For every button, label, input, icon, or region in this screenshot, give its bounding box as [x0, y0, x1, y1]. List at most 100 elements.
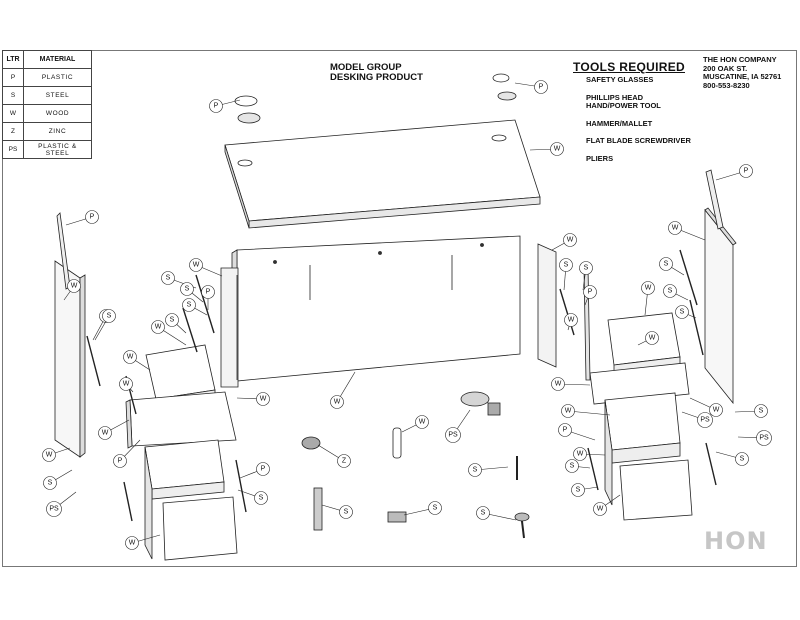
callout-circle — [67, 279, 81, 293]
left-side-panel — [54, 212, 86, 458]
company-phone: 800-553-8230 — [703, 80, 750, 90]
callout-label-s-r6: S — [759, 408, 764, 415]
legend-ltr: S — [2, 86, 24, 105]
callout-label-s-l4: S — [170, 317, 175, 324]
callout-label-s-screw2: S — [481, 510, 486, 517]
callout-label-p-rail-left: P — [90, 214, 95, 221]
callout-label-w-l8: W — [46, 452, 53, 459]
callout-label-w-l2: W — [155, 324, 162, 331]
callout-label-p-l3: P — [261, 466, 266, 473]
callout-label-w-r9: W — [577, 451, 584, 458]
model-line-2: DESKING PRODUCT — [330, 72, 423, 83]
legend-material: STEEL — [23, 86, 92, 105]
model-line-1: MODEL GROUP — [330, 62, 402, 73]
callout-label-w-l4: W — [127, 354, 134, 361]
callout-label-w-modesty: W — [334, 399, 341, 406]
legend-material: WOOD — [23, 104, 92, 123]
legend-ltr: W — [2, 104, 24, 123]
callout-circle — [113, 454, 127, 468]
callout-circle — [151, 320, 165, 334]
desk-top-panel — [224, 119, 541, 229]
callout-circle — [189, 258, 203, 272]
callout-circle — [561, 404, 575, 418]
callout-circle — [428, 501, 442, 515]
callout-label-p-r1: P — [588, 289, 593, 296]
callout-label-w-r7: W — [713, 407, 720, 414]
callout-circle — [550, 142, 564, 156]
callout-label-w-side-left: W — [71, 283, 78, 290]
callout-label-w-r2: W — [568, 317, 575, 324]
legend-material: ZINC — [23, 122, 92, 141]
callout-circle — [573, 447, 587, 461]
callout-circle — [180, 282, 194, 296]
callout-label-w-l5: W — [123, 381, 130, 388]
callout-label-w-r5: W — [672, 225, 679, 232]
tool-item: HAND/POWER TOOL — [586, 101, 661, 110]
callout-circle — [534, 80, 548, 94]
callout-circle — [756, 430, 772, 446]
model-group-title: MODEL GROUP DESKING PRODUCT — [330, 63, 423, 83]
callout-circle — [201, 285, 215, 299]
callout-circle — [558, 423, 572, 437]
callout-circle — [102, 309, 116, 323]
callout-label-p-grommet-right: P — [539, 84, 544, 91]
callout-circle — [256, 462, 270, 476]
callout-circle — [98, 426, 112, 440]
callout-label-w-r1: W — [567, 237, 574, 244]
callout-circle — [551, 377, 565, 391]
right-drawer-slides — [559, 249, 717, 491]
callout-label-ps-cam: PS — [448, 432, 458, 439]
callout-circle — [123, 350, 137, 364]
callout-label-w-r4: W — [649, 335, 656, 342]
callout-circle — [125, 536, 139, 550]
legend-header-material: MATERIAL — [23, 50, 92, 69]
callout-circle — [254, 491, 268, 505]
callout-label-w-l9: W — [129, 540, 136, 547]
callout-circle — [668, 221, 682, 235]
callout-circle — [559, 258, 573, 272]
left-drawer-slides — [86, 274, 247, 522]
callout-label-s-l2: S — [185, 286, 190, 293]
tool-item: PLIERS — [586, 153, 614, 163]
callout-circle — [563, 233, 577, 247]
left-pedestal — [144, 439, 238, 561]
tool-item: SAFETY GLASSES — [586, 75, 654, 84]
legend-material: PLASTIC — [23, 68, 92, 87]
callout-label-s-r4: S — [668, 288, 673, 295]
callout-label-s-r9: S — [576, 487, 581, 494]
legend-ltr: P — [2, 68, 24, 87]
callout-circle — [330, 395, 344, 409]
callout-circle — [593, 502, 607, 516]
callout-label-z-lock: Z — [342, 458, 347, 465]
callout-label-s-r2: S — [584, 265, 589, 272]
callout-label-s-screw1: S — [473, 467, 478, 474]
callout-circle — [754, 404, 768, 418]
callout-leader-line — [567, 410, 611, 416]
callout-label-p-l1: P — [206, 289, 211, 296]
callout-label-p-l2: P — [118, 458, 123, 465]
tools-required-title: TOOLS REQUIRED — [573, 60, 685, 74]
callout-circle — [46, 501, 62, 517]
callout-circle — [675, 305, 689, 319]
callout-label-s-l5: S — [107, 313, 112, 320]
callout-circle — [663, 284, 677, 298]
callout-circle — [476, 506, 490, 520]
callout-circle — [565, 459, 579, 473]
company-city: MUSCATINE, IA 52761 — [703, 72, 782, 81]
right-side-panel — [704, 169, 737, 405]
callout-circle — [42, 448, 56, 462]
callout-circle — [85, 210, 99, 224]
callout-label-s-bolt: S — [344, 509, 349, 516]
callout-circle — [43, 476, 57, 490]
callout-circle — [119, 377, 133, 391]
callout-circle — [659, 257, 673, 271]
callout-label-w-r3: W — [555, 381, 562, 388]
callout-label-s-l1: S — [166, 275, 171, 282]
callout-label-s-r7: S — [740, 456, 745, 463]
callout-label-s-r8: S — [570, 463, 575, 470]
callout-label-s-r1: S — [564, 262, 569, 269]
callout-label-w-r6: W — [645, 285, 652, 292]
callout-label-p-grommet-top: P — [214, 103, 219, 110]
callout-label-p-rail-right: P — [744, 168, 749, 175]
